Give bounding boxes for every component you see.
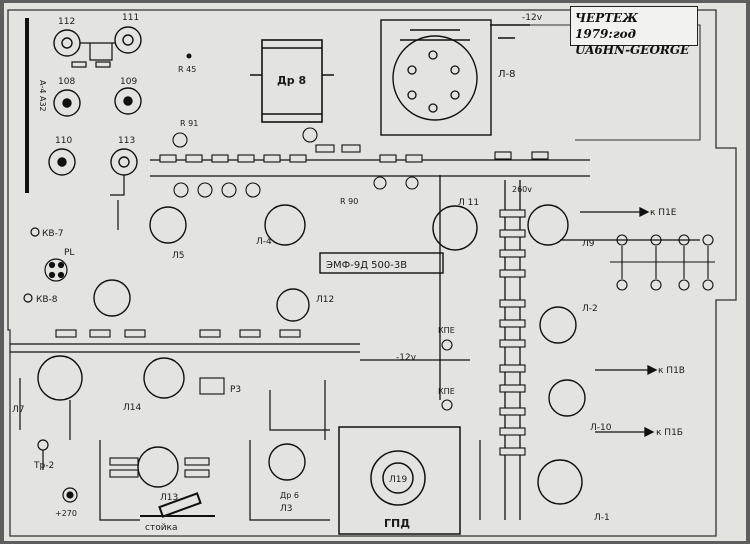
kpe-markers	[441, 339, 453, 411]
kv8-label: КВ-8	[36, 295, 58, 305]
tube-l4-label: Л-4	[256, 237, 272, 247]
emf-filter-label: ЭМФ-9Д 500-3В	[326, 260, 407, 271]
tube-l11-label: Л 11	[458, 198, 479, 208]
jack-labels: 112 111 108 109 110 113	[55, 13, 139, 146]
tube-l13-label: Л13	[160, 493, 178, 503]
svg-text:113: 113	[118, 136, 135, 146]
p3-label: Р3	[230, 385, 241, 395]
switch-arrows	[580, 206, 658, 438]
tube-l8-box	[380, 19, 530, 136]
tube-l1-label: Л-1	[594, 513, 610, 523]
r45-label: R 45	[178, 65, 196, 74]
supply-top-label: -12v	[522, 13, 543, 23]
tube-labels: Л5 Л-4 Л 11 Л9 Л12 Л-2 Л-10 Л7 Л14 Л13 Л…	[12, 198, 612, 523]
gnd270-label: +270	[55, 509, 77, 518]
kv7-label: КВ-7	[42, 229, 64, 239]
jack-wiring	[71, 42, 125, 230]
tube-sockets	[37, 204, 586, 505]
stand-rail	[140, 492, 215, 518]
screw-r45	[186, 53, 192, 59]
stand-label: стойка	[145, 523, 178, 533]
hv-label: 260v	[512, 185, 532, 194]
caption-line-2: UA6HN-GEORGE	[575, 43, 690, 57]
top-resistor-chain	[159, 144, 549, 163]
right-ladder	[499, 209, 526, 456]
supply-mid-label: -12v	[396, 353, 417, 363]
gpd-label: ГПД	[384, 517, 410, 530]
kp1b-label: к П1Б	[656, 428, 683, 438]
tube-l14-label: Л14	[123, 403, 141, 413]
vertical-bar	[25, 18, 29, 193]
tube-l3-label: Л3	[280, 504, 293, 514]
left-components	[23, 227, 78, 503]
caption-line-1: ЧЕРТЕЖ 1979:год	[575, 11, 638, 41]
svg-text:109: 109	[120, 77, 137, 87]
tube-l2-label: Л-2	[582, 304, 598, 314]
lower-wiring	[19, 378, 481, 521]
board-outline	[7, 9, 737, 537]
svg-text:110: 110	[55, 136, 72, 146]
lower-left-banks	[55, 329, 301, 478]
kp1e-label: к П1Е	[650, 208, 677, 218]
dr6-label: Др 6	[280, 491, 299, 500]
tube-l5-label: Л5	[172, 251, 185, 261]
choke-dr8	[250, 39, 334, 123]
r91-label: R 91	[180, 119, 198, 128]
tube-l12-label: Л12	[316, 295, 334, 305]
choke-dr8-label: Др 8	[277, 74, 306, 87]
vertical-label: А-4 А32	[38, 80, 47, 112]
jacks-group	[48, 26, 142, 176]
svg-text:112: 112	[58, 17, 75, 27]
kpe-label-2: КПЕ	[438, 387, 455, 396]
kp1v-label: к П1В	[658, 366, 685, 376]
gpd-box	[338, 426, 461, 535]
tube-l7-label: Л7	[12, 405, 25, 415]
tube-l9-label: Л9	[582, 239, 595, 249]
svg-text:108: 108	[58, 77, 75, 87]
pl-label: PL	[64, 248, 74, 258]
drawing-caption: ЧЕРТЕЖ 1979:год UA6HN-GEORGE	[570, 6, 698, 57]
kpe-label-1: КПЕ	[438, 326, 455, 335]
tube-l8-pins	[407, 50, 460, 113]
top-capacitor-row	[172, 127, 419, 198]
emf-filter	[319, 252, 444, 274]
tube-l8-label: Л-8	[498, 69, 516, 80]
tube-l10-label: Л-10	[590, 423, 612, 433]
r90-label: R 90	[340, 197, 358, 206]
svg-text:111: 111	[122, 13, 139, 23]
coax-label: Тр-2	[33, 461, 54, 471]
switch-contacts	[610, 234, 715, 291]
l19-label: Л19	[389, 475, 407, 485]
